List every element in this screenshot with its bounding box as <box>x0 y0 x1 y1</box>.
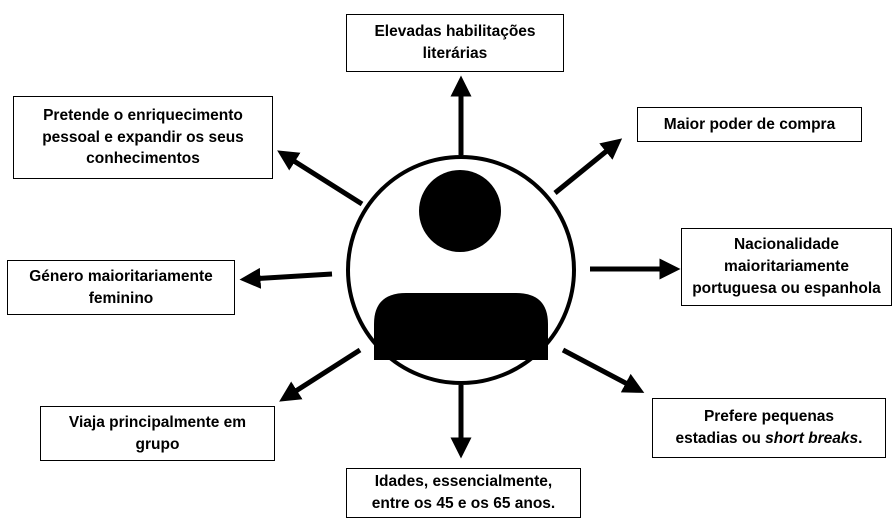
label-enrichment-line2: pessoal e expandir os seus <box>42 128 244 146</box>
label-ages-line1: Idades, essencialmente, <box>374 473 553 491</box>
label-ages-line2: entre os 45 e os 65 anos. <box>371 495 556 512</box>
arrow-left <box>239 267 333 289</box>
label-nationality-line1: Nacionalidade <box>733 236 840 254</box>
label-ages: Idades, essencialmente, entre os 45 e os… <box>346 468 581 518</box>
arrow-down-right <box>561 347 645 393</box>
label-stays-line2: estadias ou short breaks. <box>676 428 863 450</box>
label-stays: Prefere pequenas estadias ou short break… <box>652 398 886 458</box>
label-stays-line2-italic: short breaks <box>765 430 859 447</box>
label-gender-line2: feminino <box>88 289 154 307</box>
label-nationality-line3: portuguesa ou espanhola <box>692 279 881 297</box>
label-nationality-line2: maioritariamente <box>724 258 849 276</box>
label-education-line1: Elevadas habilitações <box>374 23 536 41</box>
label-education-line2: literárias <box>422 45 488 62</box>
arrow-up-left <box>277 150 364 207</box>
label-group-travel-line1: Viaja principalmente em <box>68 413 247 431</box>
label-stays-line2-regular: estadias ou <box>675 430 766 447</box>
label-group-travel: Viaja principalmente em grupo <box>40 406 275 461</box>
label-group-travel-line2: grupo <box>135 435 180 453</box>
label-education: Elevadas habilitações literárias <box>346 14 564 72</box>
label-purchasing-power-text: Maior poder de compra <box>663 115 836 133</box>
label-gender: Género maioritariamente feminino <box>7 260 235 315</box>
label-purchasing-power: Maior poder de compra <box>637 107 862 142</box>
label-stays-line1: Prefere pequenas <box>703 408 835 426</box>
person-icon <box>374 170 548 360</box>
label-enrichment: Pretende o enriquecimento pessoal e expa… <box>13 96 273 179</box>
label-enrichment-line3: conhecimentos <box>86 150 200 168</box>
arrow-up-right <box>553 138 623 195</box>
label-nationality: Nacionalidade maioritariamente portugues… <box>681 228 892 306</box>
arrow-down-left <box>279 347 362 402</box>
label-gender-line1: Género maioritariamente <box>29 267 213 285</box>
label-stays-line2-end: . <box>858 430 863 447</box>
label-enrichment-line1: Pretende o enriquecimento <box>43 106 243 124</box>
